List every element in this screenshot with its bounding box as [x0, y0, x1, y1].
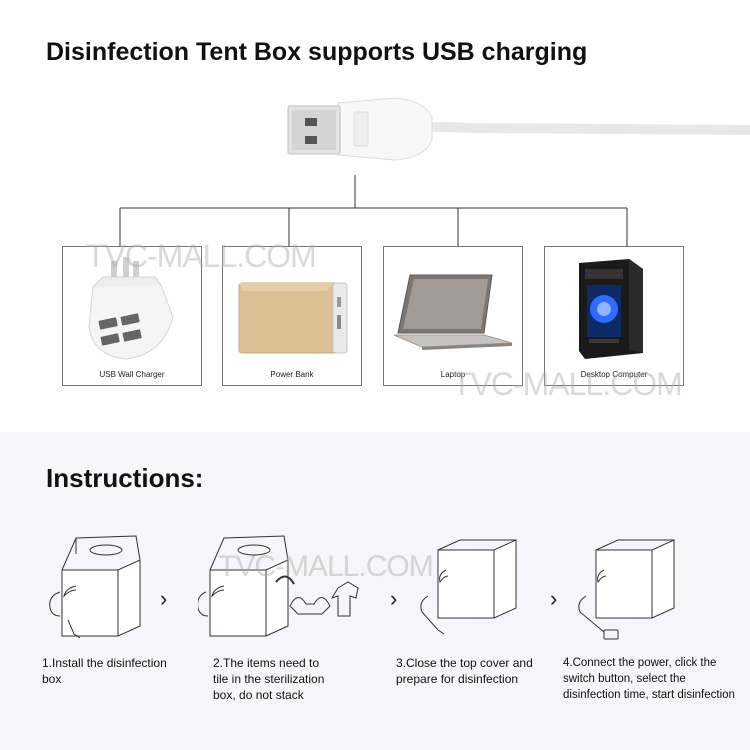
step-line: disinfection time, start disinfection: [563, 689, 735, 701]
step-3-text: 3.Close the top cover and prepare for di…: [396, 655, 533, 687]
watermark: TVC-MALL.COM: [452, 366, 683, 402]
laptop-icon: [393, 274, 513, 350]
step-2-text: 2.The items need to tile in the steriliz…: [213, 655, 324, 703]
step-line: box: [42, 672, 62, 686]
device-card-usb-wall-charger: USB Wall Charger: [62, 246, 202, 386]
usb-cable-icon: [119, 97, 750, 246]
step-line: box, do not stack: [213, 688, 304, 702]
step-arrow: ›: [550, 586, 558, 611]
page-title: Disinfection Tent Box supports USB charg…: [46, 38, 588, 66]
usb-wall-charger-icon: [88, 257, 174, 360]
device-card-laptop: Laptop: [383, 246, 523, 386]
watermark: TVC-MALL.COM: [86, 238, 317, 274]
step-line: prepare for disinfection: [396, 672, 519, 686]
desktop-computer-icon: [579, 259, 643, 359]
step-2-items-tiled-illustration: [198, 535, 359, 637]
device-label: Desktop Computer: [580, 370, 648, 379]
watermark: TVC-MALL.COM: [218, 550, 434, 583]
instructions-title: Instructions:: [46, 463, 204, 493]
step-arrow: ›: [160, 586, 168, 611]
power-bank-icon: [238, 282, 348, 354]
device-label: USB Wall Charger: [99, 370, 165, 379]
device-card-desktop-computer: Desktop Computer: [544, 246, 684, 386]
step-line: 2.The items need to: [213, 656, 320, 670]
step-arrow: ›: [390, 586, 398, 611]
step-line: 3.Close the top cover and: [396, 656, 533, 670]
device-card-power-bank: Power Bank: [222, 246, 362, 386]
step-line: switch button, select the: [563, 673, 686, 685]
device-label: Laptop: [440, 370, 466, 379]
step-1-box-open-illustration: [49, 535, 141, 639]
step-line: 4.Connect the power, click the: [563, 657, 717, 669]
step-4-text: 4.Connect the power, click the switch bu…: [563, 655, 735, 703]
step-3-box-closed-illustration: [420, 539, 517, 635]
step-4-power-connected-illustration: [578, 539, 675, 640]
step-line: 1.Install the disinfection: [42, 656, 167, 670]
step-line: tile in the sterilization: [213, 672, 325, 686]
device-label: Power Bank: [270, 370, 314, 379]
step-1-text: 1.Install the disinfection box: [42, 655, 167, 687]
